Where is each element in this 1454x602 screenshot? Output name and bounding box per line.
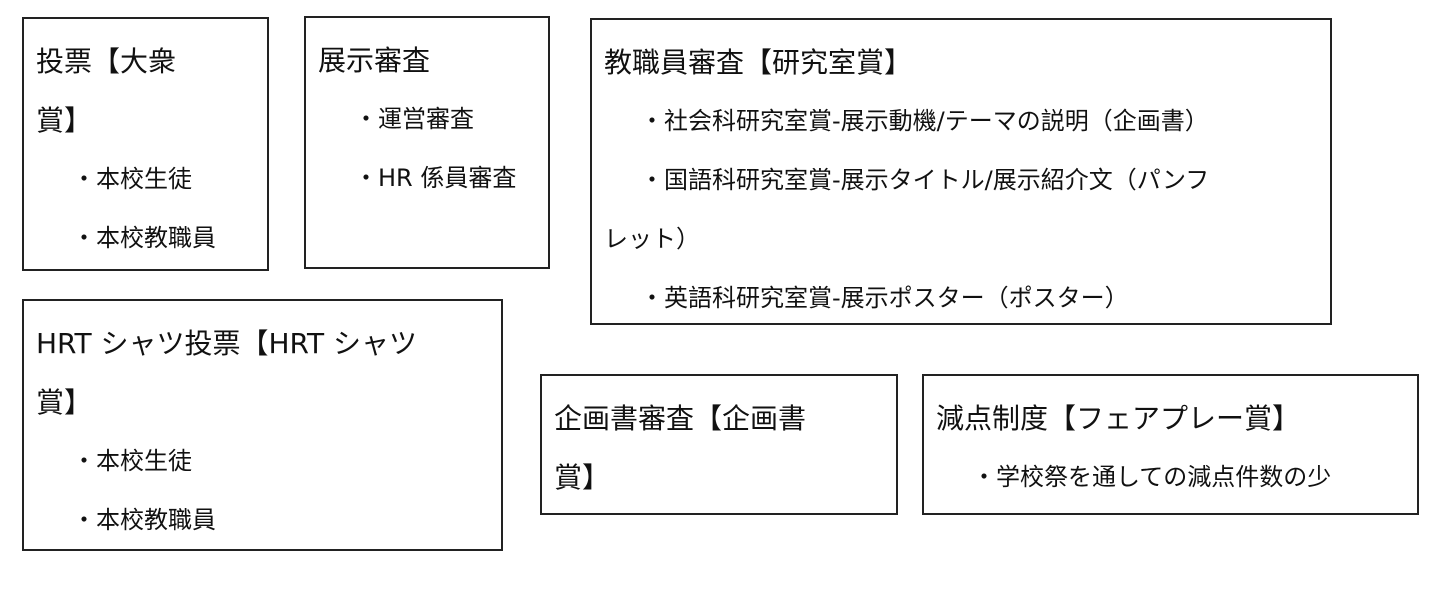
box-title: 減点制度【フェアプレー賞】 (936, 402, 1301, 435)
list-item-continuation: レット） (604, 225, 700, 253)
box-title: 教職員審査【研究室賞】 (604, 46, 913, 79)
box-title: HRT シャツ投票【HRT シャツ (36, 327, 417, 360)
list-item: ・国語科研究室賞-展示タイトル/展示紹介文（パンフ (640, 166, 1210, 194)
box-proposal-review: 企画書審査【企画書 賞】 (540, 374, 898, 515)
box-title: 展示審査 (318, 44, 431, 77)
list-item: ・本校生徒 (72, 165, 192, 193)
list-item: ・本校生徒 (72, 447, 192, 475)
list-item: ・HR 係員審査 (354, 164, 517, 192)
box-title: 賞】 (36, 104, 93, 137)
box-exhibit-review: 展示審査 ・運営審査 ・HR 係員審査 (304, 16, 550, 269)
list-item: ・学校祭を通しての減点件数の少 (972, 463, 1332, 491)
list-item: ・英語科研究室賞-展示ポスター（ポスター） (640, 284, 1129, 312)
list-item: ・本校教職員 (72, 224, 216, 252)
list-item: ・社会科研究室賞-展示動機/テーマの説明（企画書） (640, 107, 1209, 135)
list-item: ・本校教職員 (72, 506, 216, 534)
box-title: 賞】 (554, 461, 611, 494)
box-hrt-shirt-vote: HRT シャツ投票【HRT シャツ 賞】 ・本校生徒 ・本校教職員 (22, 299, 503, 551)
box-popular-vote: 投票【大衆 賞】 ・本校生徒 ・本校教職員 (22, 17, 269, 271)
box-faculty-review: 教職員審査【研究室賞】 ・社会科研究室賞-展示動機/テーマの説明（企画書） ・国… (590, 18, 1332, 325)
list-item: ・運営審査 (354, 105, 474, 133)
box-title: 企画書審査【企画書 (554, 402, 807, 435)
box-title: 投票【大衆 (36, 45, 177, 78)
box-title: 賞】 (36, 386, 93, 419)
box-deduction-system: 減点制度【フェアプレー賞】 ・学校祭を通しての減点件数の少 (922, 374, 1419, 515)
